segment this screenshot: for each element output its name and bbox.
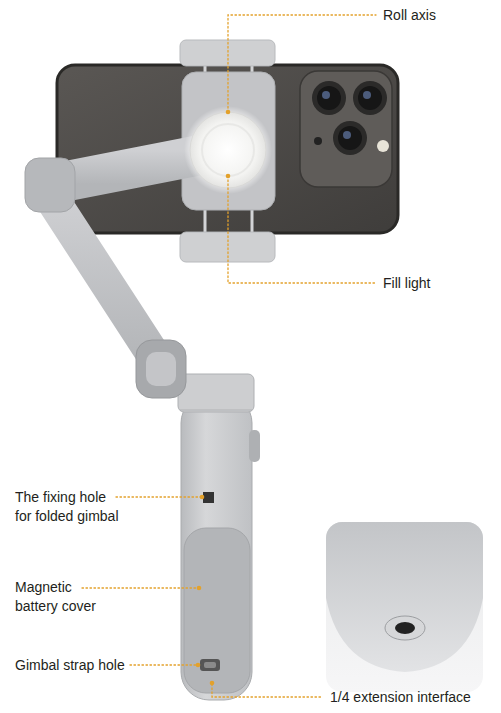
pan-knob <box>136 340 186 398</box>
leader-dots-part <box>197 586 202 591</box>
leader-lines-part <box>212 684 323 697</box>
fill-light-part <box>202 124 254 176</box>
phone-part <box>377 140 389 152</box>
bottom-inset-part <box>326 522 483 672</box>
gimbal-handle-part <box>181 395 252 700</box>
leader-dots <box>196 110 231 686</box>
phone-part <box>343 131 351 139</box>
leader-dots-part <box>210 681 215 686</box>
bottom-inset <box>326 522 483 692</box>
gimbal-handle-part <box>184 528 250 693</box>
pan-knob-part <box>146 352 176 386</box>
gimbal-arm <box>25 150 226 362</box>
pan-knob-part <box>136 340 186 398</box>
phone-part <box>338 126 362 150</box>
leader-dots-part <box>200 495 205 500</box>
gimbal-arm-part <box>50 196 158 362</box>
phone-part <box>358 86 382 110</box>
phone-part <box>312 81 346 115</box>
gimbal-handle-part <box>200 659 220 671</box>
gimbal-handle-part <box>203 492 214 503</box>
leader-lines-part <box>130 664 198 665</box>
phone-part <box>363 91 371 99</box>
part-label: 1/4 extension interface <box>330 688 471 707</box>
phone-part <box>333 121 367 155</box>
phone-part <box>317 86 341 110</box>
gimbal-handle-part <box>180 410 252 411</box>
gimbal-handle <box>178 374 260 700</box>
gimbal-arm-part <box>25 158 75 212</box>
leader-dots-part <box>196 663 201 668</box>
fill-light-part <box>190 112 266 188</box>
part-label: The fixing hole for folded gimbal <box>15 488 123 526</box>
bottom-inset-part-part <box>326 522 483 672</box>
phone-part <box>353 81 387 115</box>
gimbal-handle-part <box>178 374 254 412</box>
leader-lines-part <box>228 15 376 112</box>
leader-dots-part <box>226 110 231 115</box>
phone-part <box>314 137 322 145</box>
bottom-inset-part <box>385 616 425 640</box>
part-label: Magnetic battery cover <box>15 578 105 616</box>
part-label: Roll axis <box>383 6 436 25</box>
leader-lines-part <box>116 496 201 497</box>
bottom-inset-part <box>395 622 415 634</box>
leader-lines <box>82 15 376 697</box>
part-label: Gimbal strap hole <box>15 656 125 675</box>
gimbal-handle-part <box>249 430 260 462</box>
leader-dots-part <box>226 174 231 179</box>
phone-part <box>322 91 330 99</box>
leader-lines-part <box>82 587 198 588</box>
gimbal-handle-part <box>204 662 216 668</box>
phone-part <box>300 71 392 187</box>
part-label: Fill light <box>383 274 430 293</box>
leader-lines-part <box>228 176 376 283</box>
bottom-inset-part <box>326 522 483 692</box>
